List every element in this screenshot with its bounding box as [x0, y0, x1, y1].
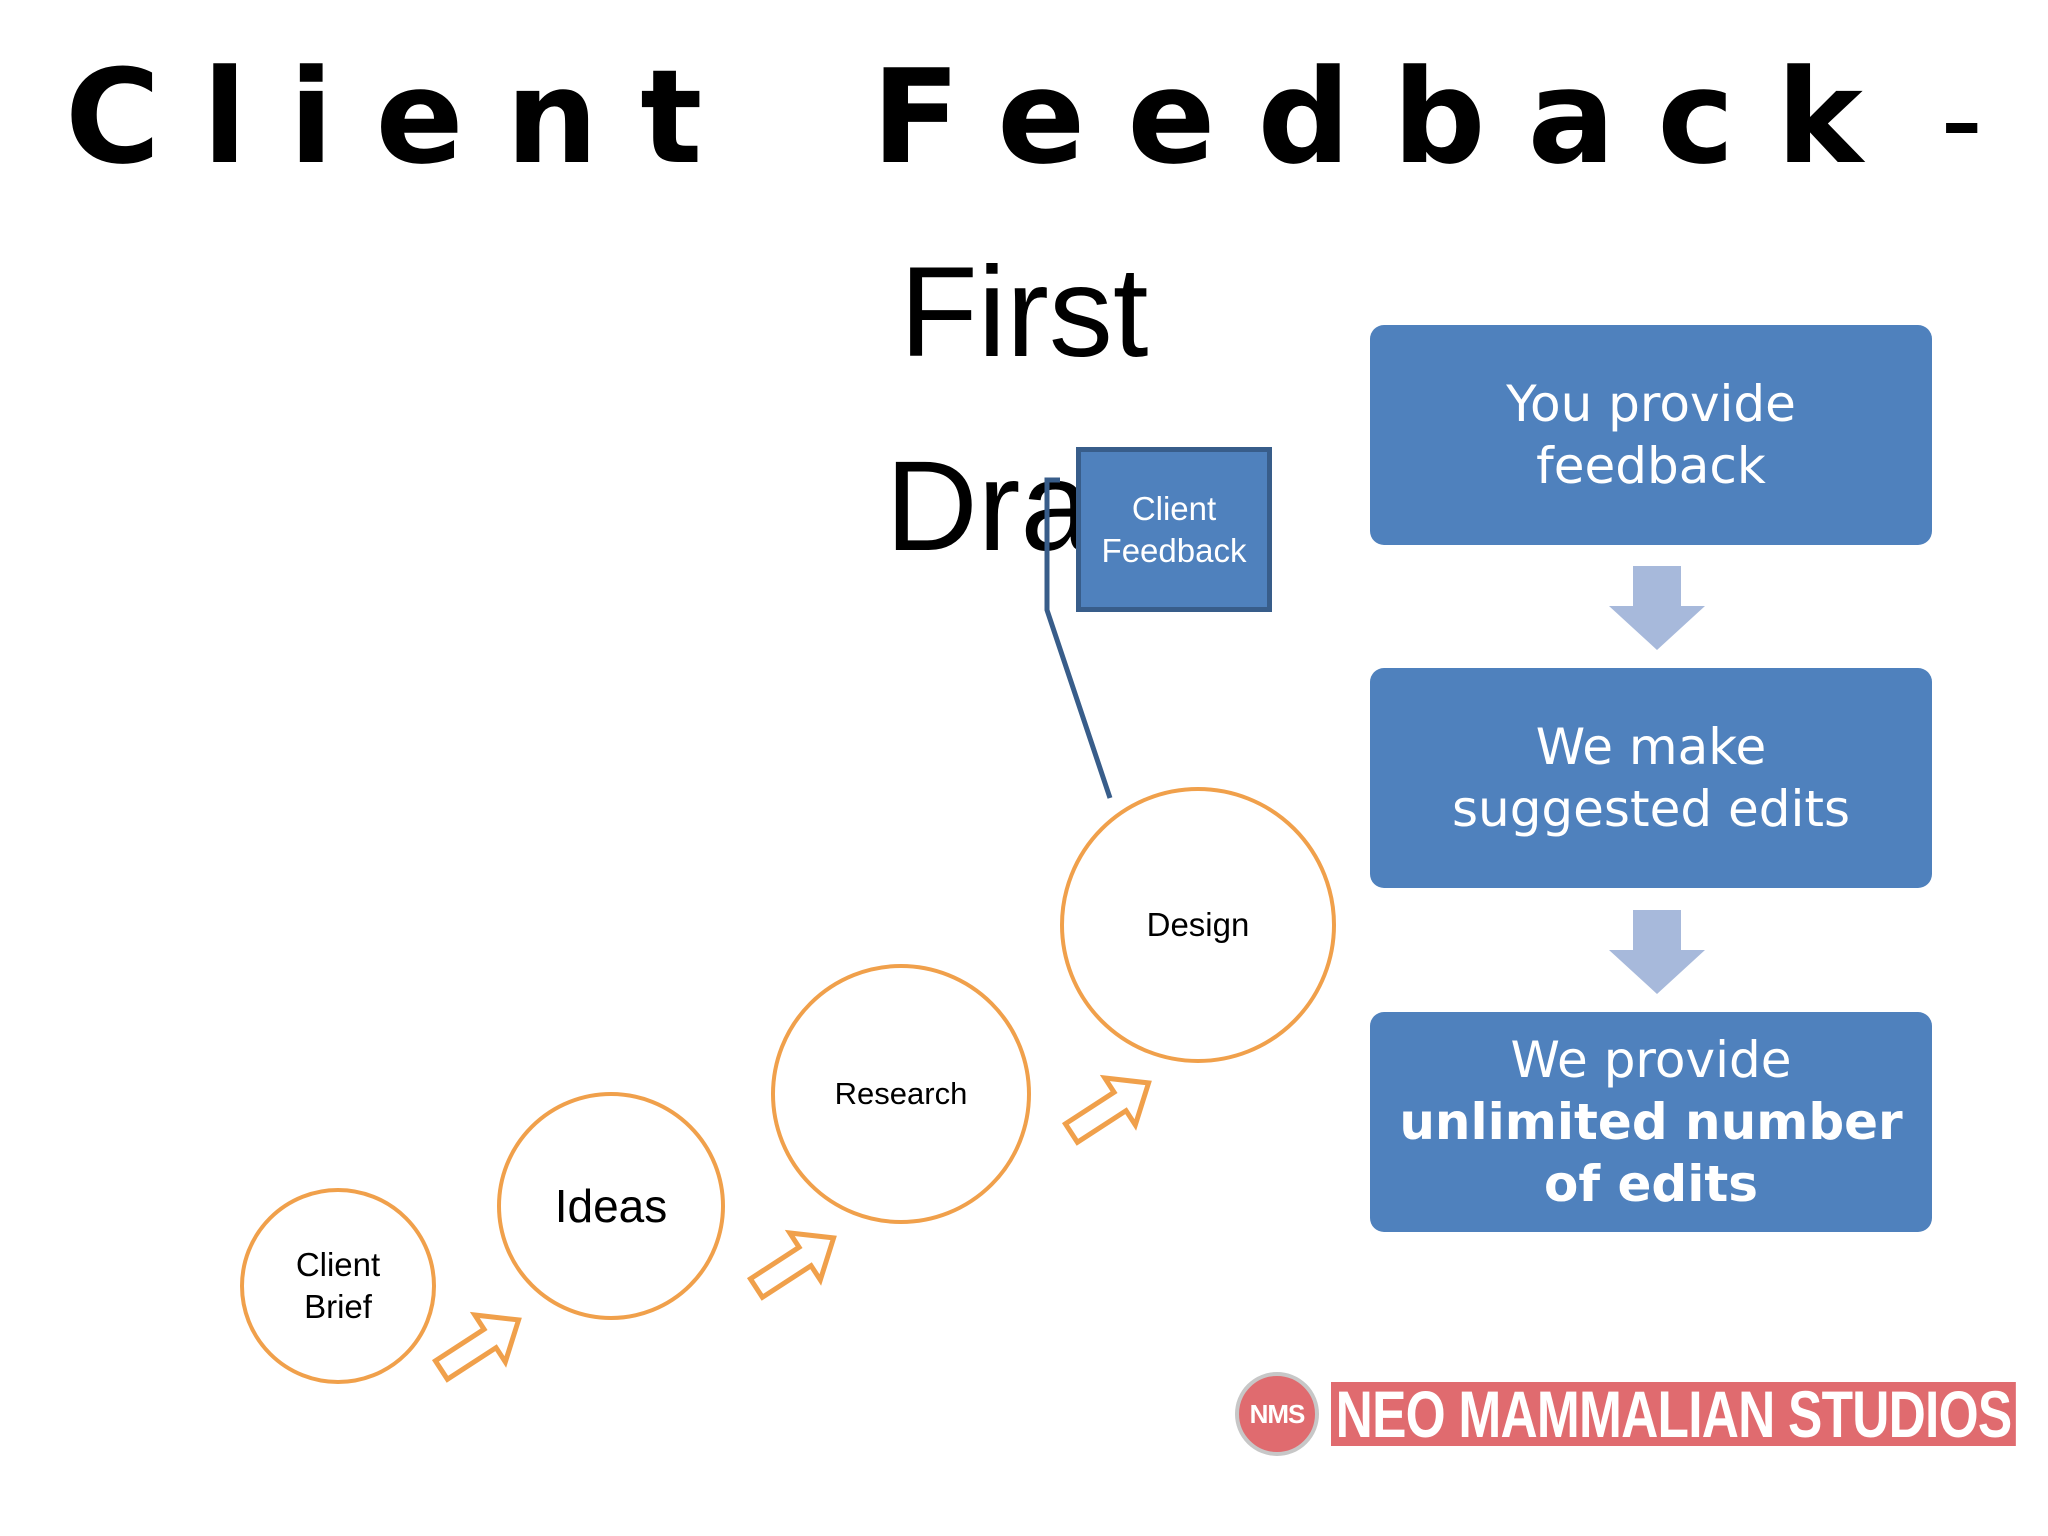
feedback-step-2-label: We make suggested edits — [1451, 718, 1851, 838]
logo-wordmark: NEO MAMMALIAN STUDIOS — [1331, 1381, 2017, 1447]
feedback-step-3-bold: unlimited number of edits — [1399, 1093, 1903, 1213]
logo-badge-text: NMS — [1249, 1398, 1306, 1429]
feedback-step-3-box: We provide unlimited number of edits — [1370, 1012, 1932, 1232]
step-client-brief-label: Client Brief — [295, 1246, 381, 1325]
feedback-step-1-box: You provide feedback — [1370, 325, 1932, 545]
step-arrow-3 — [1061, 1074, 1152, 1146]
step-research: Research — [771, 964, 1031, 1224]
logo-badge: NMS — [1235, 1372, 1319, 1456]
client-feedback-callout: Client Feedback — [1076, 447, 1272, 612]
feedback-step-2-box: We make suggested edits — [1370, 668, 1932, 888]
title-thin-part: - First — [899, 47, 1984, 384]
step-client-brief: Client Brief — [240, 1188, 436, 1384]
down-arrow-2 — [1609, 910, 1705, 994]
step-design: Design — [1060, 787, 1336, 1063]
feedback-step-1-label: You provide feedback — [1506, 375, 1796, 495]
step-ideas: Ideas — [497, 1092, 725, 1320]
title-bold-part: Client Feedback — [64, 41, 1905, 193]
step-research-label: Research — [834, 1076, 968, 1111]
feedback-step-3-normal: We provide — [1510, 1031, 1792, 1089]
step-design-label: Design — [1146, 906, 1250, 943]
callout-connector-line — [1044, 477, 1113, 799]
callout-label: Client Feedback — [1101, 489, 1247, 569]
down-arrow-1 — [1609, 566, 1705, 650]
feedback-step-3-text: We provide unlimited number of edits — [1390, 1029, 1912, 1215]
company-logo: NMS NEO MAMMALIAN STUDIOS — [1235, 1370, 2017, 1466]
step-arrow-1 — [431, 1311, 522, 1383]
step-arrow-2 — [746, 1229, 837, 1301]
step-ideas-label: Ideas — [554, 1180, 668, 1232]
